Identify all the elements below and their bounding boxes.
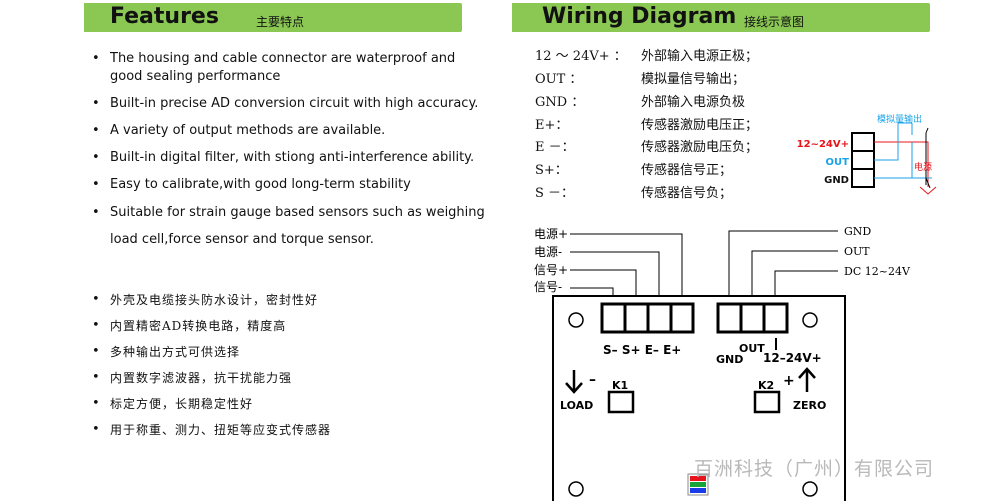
out-label: OUT: [739, 342, 765, 355]
list-item: Suitable for strain gauge based sensors …: [90, 199, 490, 253]
k2-button[interactable]: [753, 390, 781, 414]
power-terminal-block: [716, 302, 789, 334]
mini-pin3-label: GND: [824, 175, 849, 186]
mini-top-label: 模拟量输出: [877, 113, 922, 125]
leader-label: 电源+: [534, 227, 568, 241]
list-item: Easy to calibrate,with good long-term st…: [90, 176, 490, 194]
gnd-label: GND: [716, 353, 743, 366]
features-title: Features: [110, 4, 219, 29]
sensor-pin-labels: S– S+ E– E+: [603, 343, 681, 357]
list-item: Built-in precise AD conversion circuit w…: [90, 95, 490, 113]
wiring-header: Wiring Diagram 接线示意图: [512, 3, 930, 32]
pin-desc: 外部输入电源正极；: [641, 49, 759, 64]
zero-label: ZERO: [793, 399, 826, 412]
pin-key: S －：: [535, 186, 575, 201]
leader-label: GND: [844, 225, 871, 238]
pin-key: 12 ～ 24V+ ：: [535, 49, 627, 64]
power-label: 12–24V+: [763, 351, 822, 365]
leader-label: 信号+: [534, 263, 568, 277]
pin-desc: 模拟量信号输出；: [641, 72, 746, 87]
features-subtitle: 主要特点: [256, 15, 305, 29]
board-left-labels: 电源+ 电源- 信号+ 信号-: [534, 227, 683, 304]
features-list-en: The housing and cable connector are wate…: [90, 50, 490, 262]
rgb-led-icon: [687, 473, 709, 496]
sensor-terminal-block: [600, 302, 695, 334]
pin-key: E －：: [535, 140, 575, 155]
pin-key: E+：: [535, 118, 569, 133]
list-item: 多种输出方式可供选择: [90, 339, 490, 365]
list-item: The housing and cable connector are wate…: [90, 50, 490, 86]
list-item: A variety of output methods are availabl…: [90, 122, 490, 140]
mini-pin1-label: 12~24V+: [797, 139, 849, 150]
features-header: Features 主要特点: [84, 3, 462, 32]
wiring-title: Wiring Diagram: [542, 4, 737, 29]
list-item: 用于称重、测力、扭矩等应变式传感器: [90, 417, 490, 443]
circuit-board: S– S+ E– E+ GND OUT 12–24V+ – LOAD K1 K2…: [552, 295, 846, 501]
pin-desc: 外部输入电源负极: [641, 95, 746, 110]
mini-side-label: 电源: [914, 161, 932, 173]
company-watermark: 百洲科技（广州）有限公司: [694, 458, 935, 480]
k1-label: K1: [612, 379, 628, 392]
k2-label: K2: [758, 379, 774, 392]
pin-key: S+：: [535, 163, 568, 178]
list-item: 标定方便，长期稳定性好: [90, 391, 490, 417]
minus-sign: –: [589, 372, 596, 388]
pin-desc: 传感器信号正；: [641, 163, 733, 178]
mini-connector: 模拟量输出 电源 12~24V+ OUT GND: [797, 113, 937, 195]
list-item: 内置数字滤波器，抗干扰能力强: [90, 365, 490, 391]
pin-desc: 传感器信号负；: [641, 186, 733, 201]
leader-label: 信号-: [534, 280, 562, 294]
plus-sign: +: [783, 373, 795, 389]
mini-pin2-label: OUT: [826, 157, 850, 168]
pin-key: OUT ：: [535, 72, 583, 87]
features-list-zh: 外壳及电缆接头防水设计，密封性好 内置精密AD转换电路，精度高 多种输出方式可供…: [90, 287, 490, 443]
leader-label: DC 12~24V: [844, 265, 911, 278]
list-item: Built-in digital filter, with stiong ant…: [90, 149, 490, 167]
list-item: 内置精密AD转换电路，精度高: [90, 313, 490, 339]
pin-desc: 传感器激励电压负；: [641, 140, 759, 155]
load-label: LOAD: [560, 399, 593, 412]
leader-label: OUT: [844, 245, 870, 258]
k1-button[interactable]: [607, 390, 635, 414]
board-right-labels: GND OUT DC 12~24V: [728, 225, 911, 304]
pin-desc: 传感器激励电压正；: [641, 118, 759, 133]
up-arrow-icon: [798, 367, 816, 392]
wiring-subtitle: 接线示意图: [744, 15, 805, 29]
down-arrow-icon: [565, 370, 583, 394]
pin-key: GND ：: [535, 95, 585, 110]
list-item: 外壳及电缆接头防水设计，密封性好: [90, 287, 490, 313]
leader-label: 电源-: [534, 245, 562, 259]
